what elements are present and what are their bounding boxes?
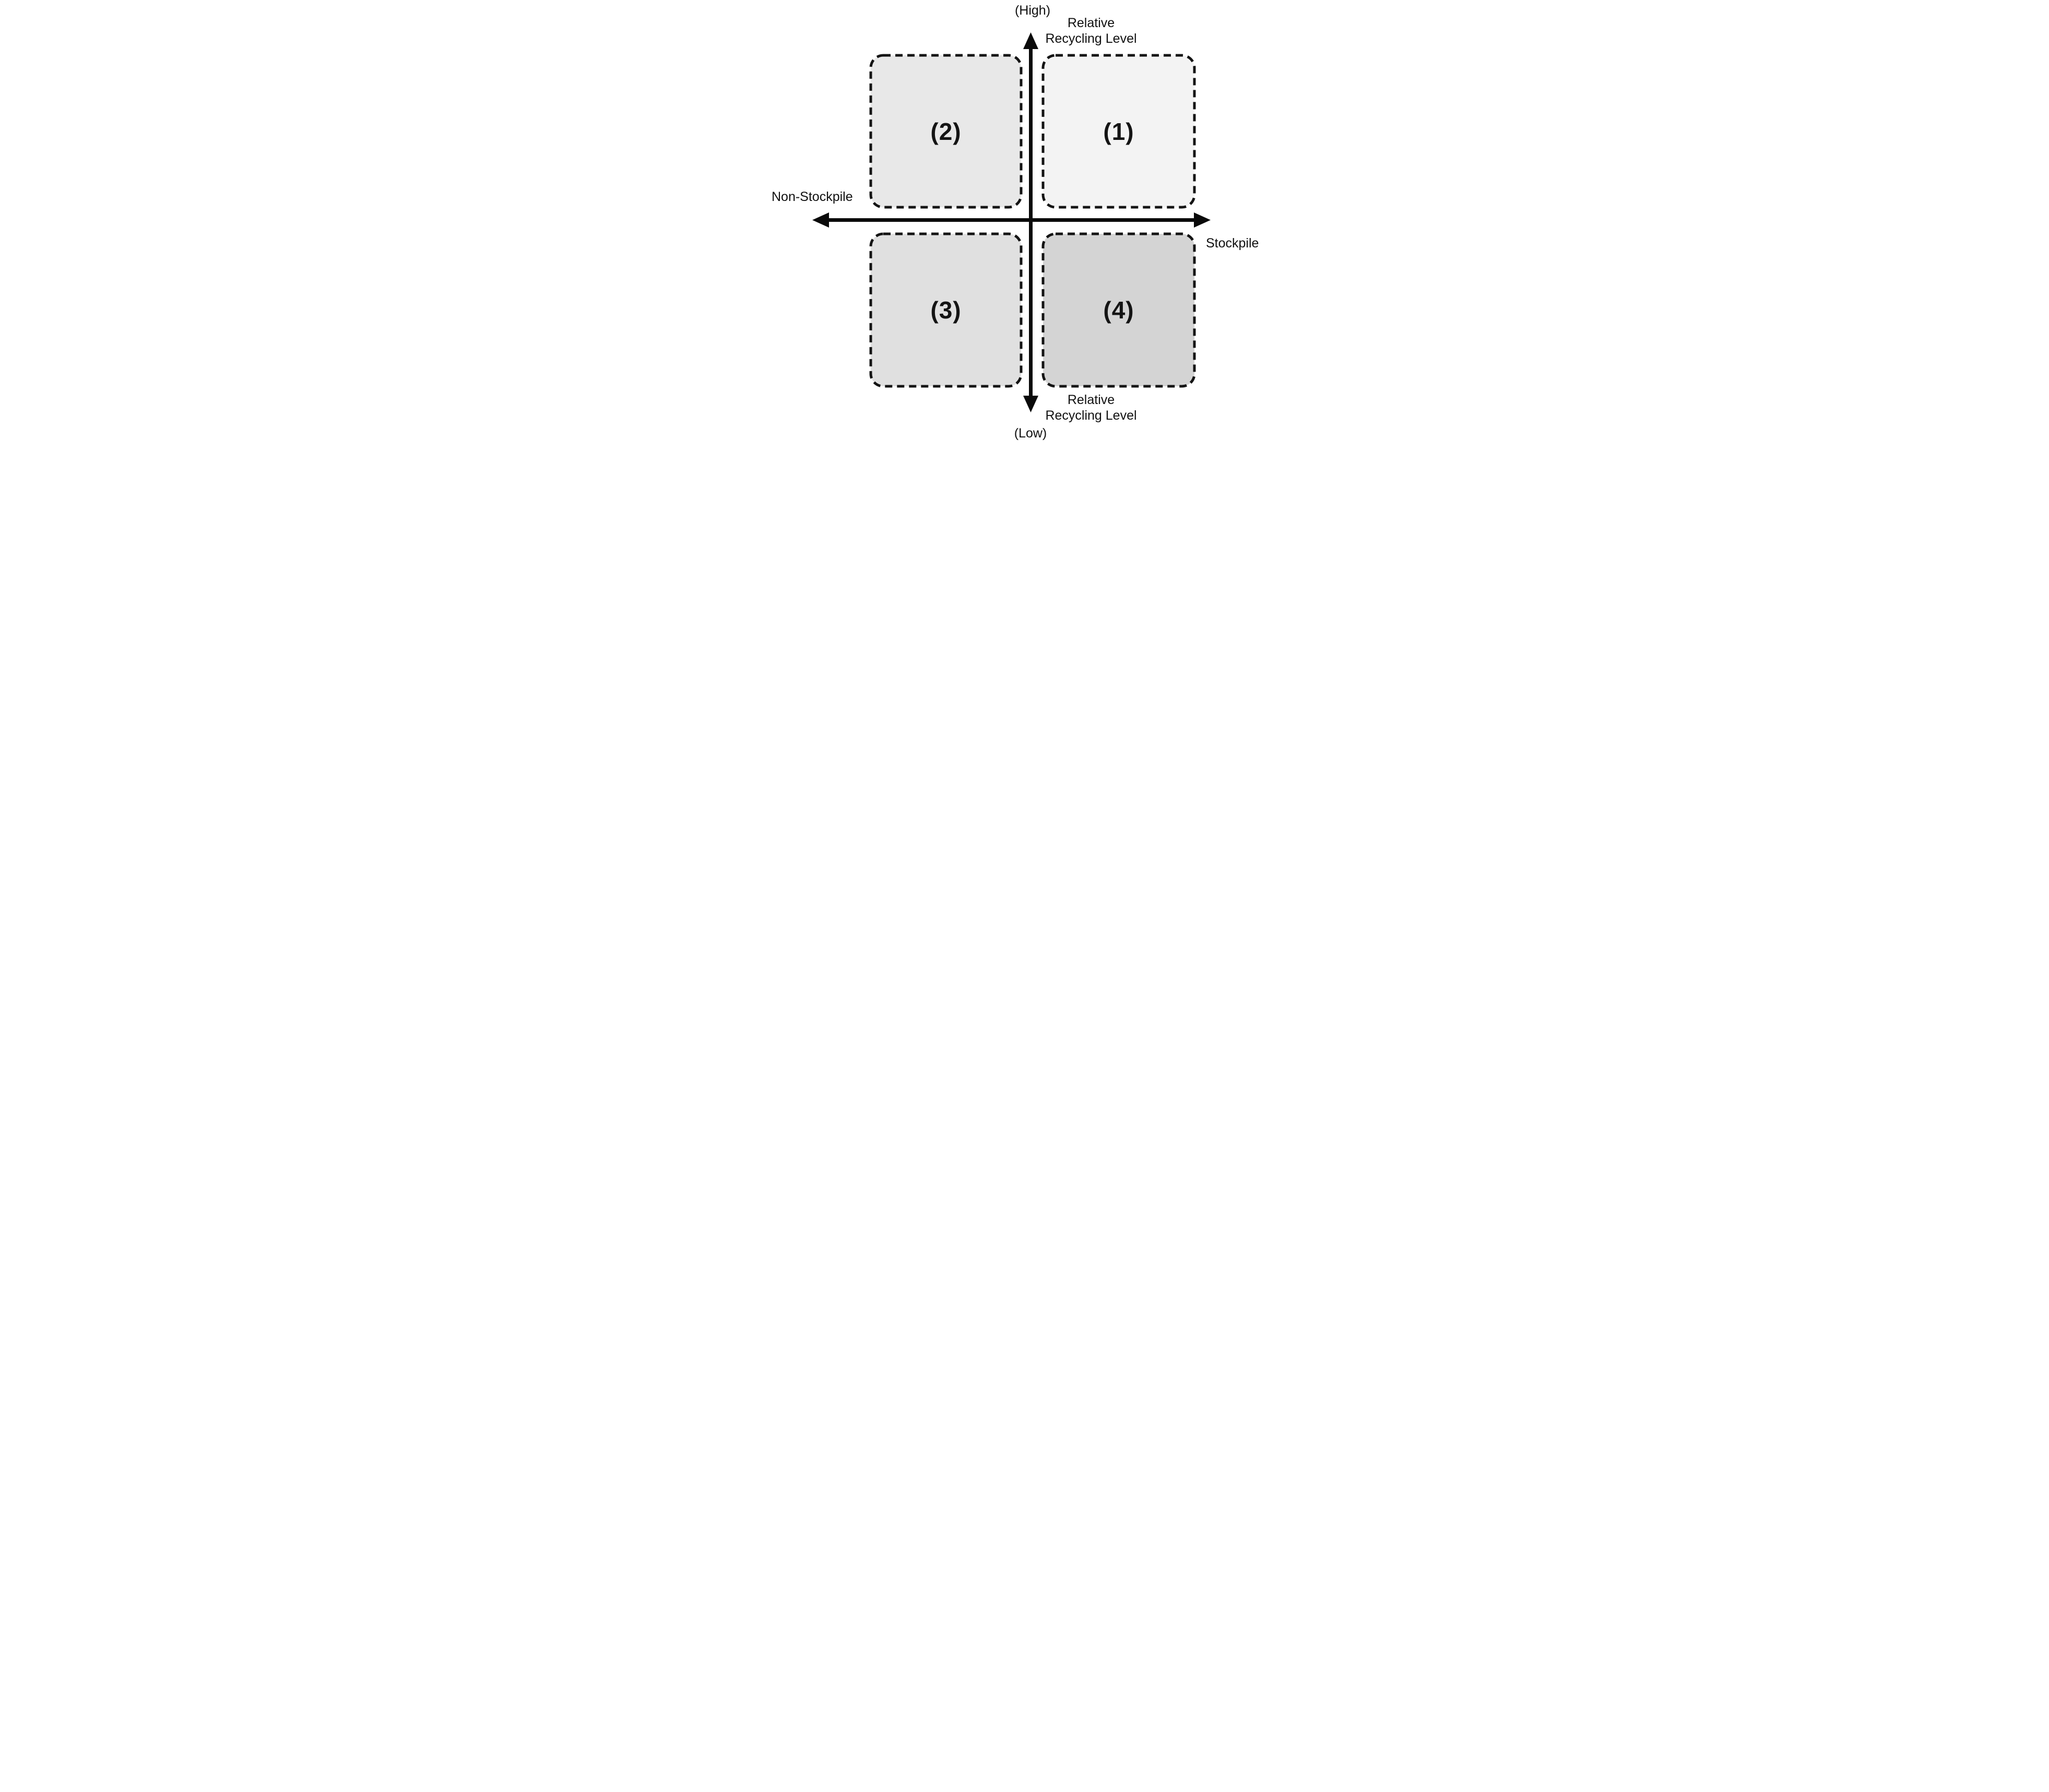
quadrant-4-box (1041, 232, 1196, 388)
down-arrowhead-icon (1023, 396, 1038, 412)
quadrant-1-box (1041, 54, 1196, 209)
x-axis-right-label: Stockpile (1206, 236, 1259, 251)
quadrant-diagram: (High) Relative Recycling Level Non-Stoc… (768, 0, 1281, 448)
up-arrowhead-icon (1023, 32, 1038, 49)
right-arrowhead-icon (1194, 212, 1211, 228)
diagram-graphics (812, 32, 1211, 412)
y-axis-top-label: Relative Recycling Level (1045, 16, 1137, 46)
left-arrowhead-icon (812, 212, 829, 228)
y-axis-low-annotation: (Low) (1014, 426, 1047, 441)
y-axis-bottom-label: Relative Recycling Level (1045, 393, 1137, 423)
quadrant-2-box (869, 54, 1023, 209)
quadrant-3-box (869, 232, 1023, 388)
x-axis-left-label: Non-Stockpile (772, 189, 853, 204)
y-axis-high-annotation: (High) (1014, 3, 1051, 18)
